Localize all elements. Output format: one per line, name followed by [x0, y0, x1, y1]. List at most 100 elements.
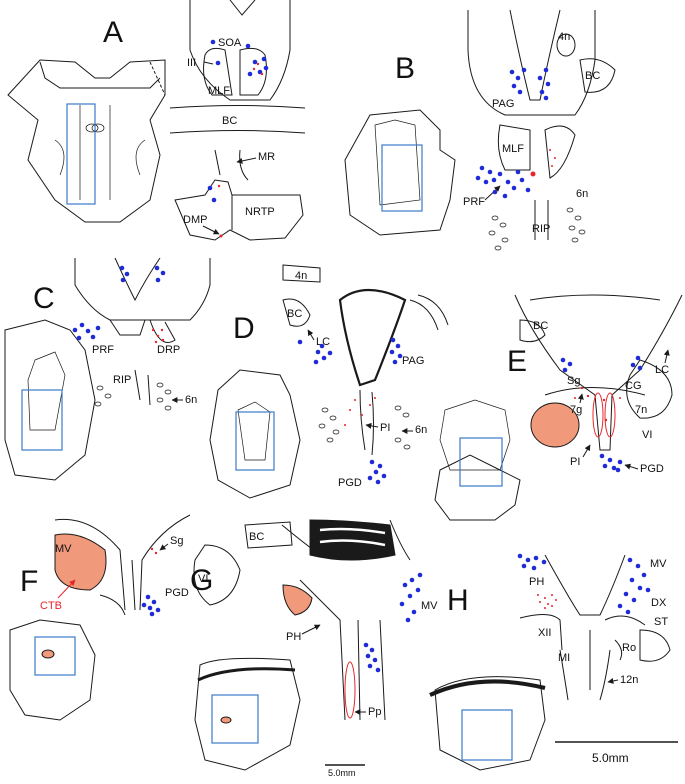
panel-g-roi-box [211, 694, 259, 744]
label-pgd-e: PGD [640, 463, 664, 475]
label-pi-e: PI [570, 456, 580, 468]
label-dx: DX [651, 597, 667, 609]
label-bc-d: BC [287, 308, 302, 320]
panel-e-letter: E [507, 345, 527, 378]
panel-c-dots [72, 265, 166, 341]
panel-g: G BC MV PH Pp 5.0mm [190, 519, 438, 778]
panel-g-dots [363, 572, 423, 673]
panel-g-tracer-site [282, 584, 313, 616]
label-bc-a: BC [222, 115, 237, 127]
panel-d-rootlets [318, 405, 411, 450]
label-rip-b: RIP [532, 223, 550, 235]
panel-d-roi-box [235, 411, 275, 471]
label-vi-f: VI [198, 573, 208, 585]
label-ctb: CTB [40, 600, 62, 612]
label-mv-g: MV [421, 600, 438, 612]
panel-c-tracer [151, 328, 165, 344]
label-pi-d: PI [380, 422, 390, 434]
panel-f-roi-box [34, 636, 76, 676]
label-vi-e: VI [642, 429, 652, 441]
label-4n-b: 4n [558, 31, 570, 43]
panel-e-roi-box [459, 437, 503, 487]
panel-a-dots [207, 39, 269, 203]
label-4n-d: 4n [295, 270, 307, 282]
panel-c: C PRF DRP RIP 6n [4, 257, 211, 481]
panel-d: D 4n BC LC PAG PI 6n PGD [209, 264, 449, 499]
panel-a: A SOA III MLF BC MR NRTP DMP [7, 0, 306, 241]
panel-g-letter: G [190, 564, 213, 597]
panel-b: B 4n BC PAG MLF PRF 6n RIP [344, 9, 616, 251]
label-mlf-b: MLF [502, 143, 524, 155]
panel-f-dots [141, 594, 161, 617]
label-mv-f: MV [55, 543, 72, 555]
panel-e: E BC LC Sg CG 7g 7n VI PI PGD [434, 294, 683, 521]
panel-h-ph-tracer [537, 594, 557, 609]
label-7g: 7g [570, 404, 582, 416]
label-6n-c: 6n [185, 394, 197, 406]
label-cg: CG [625, 380, 642, 392]
label-ro: Ro [622, 642, 636, 654]
panel-b-6n-rootlets [488, 207, 586, 251]
label-mlf-a: MLF [208, 85, 230, 97]
panel-e-tracer-site [530, 402, 580, 448]
label-6n-b: 6n [576, 188, 588, 200]
label-pgd-d: PGD [338, 477, 362, 489]
panel-f-ctb-injection [54, 533, 107, 591]
label-lc-e: LC [655, 364, 669, 376]
label-ph-h: PH [529, 576, 544, 588]
label-nrtp: NRTP [245, 206, 275, 218]
label-st: ST [654, 616, 668, 628]
label-prf-b: PRF [463, 196, 485, 208]
label-pgd-f: PGD [165, 587, 189, 599]
panel-b-4n-shape [556, 33, 576, 57]
panel-f-letter: F [20, 565, 38, 598]
panel-a-overview-section [7, 59, 166, 223]
panel-b-dots [475, 67, 551, 199]
label-pag-b: PAG [492, 98, 514, 110]
label-sg-e: Sg [567, 375, 580, 387]
panel-d-dots [297, 337, 403, 485]
panel-c-roi-box [21, 389, 63, 451]
label-ph-g: PH [286, 631, 301, 643]
label-bc-e: BC [533, 320, 548, 332]
panel-d-letter: D [233, 312, 255, 345]
scale-label-small: 5.0mm [328, 768, 356, 778]
panel-a-letter: A [103, 16, 123, 49]
panel-a-roi-box [66, 103, 96, 205]
panel-e-dots [560, 355, 643, 473]
panel-d-tracer [344, 397, 376, 426]
label-12n: 12n [620, 674, 638, 686]
label-pag-d: PAG [402, 355, 424, 367]
label-pp: Pp [368, 706, 381, 718]
label-mi: MI [558, 652, 570, 664]
panel-f-tracer [150, 547, 158, 555]
label-7n: 7n [635, 404, 647, 416]
panel-h: H PH MV DX ST XII MI Ro 12n 5.0mm [429, 553, 678, 771]
panel-e-tracer-dots [574, 386, 621, 422]
label-bc-g: BC [249, 531, 264, 543]
panel-b-letter: B [395, 52, 415, 85]
label-rip-c: RIP [113, 374, 131, 386]
panel-h-dots [517, 553, 651, 615]
label-sg-f: Sg [170, 535, 183, 547]
label-lc-d: LC [316, 336, 330, 348]
label-drp: DRP [157, 344, 180, 356]
label-mv-h: MV [650, 558, 667, 570]
panel-f: F MV Sg VI CTB PGD [9, 514, 241, 721]
panel-h-roi-box [461, 709, 513, 761]
panel-c-letter: C [33, 282, 55, 315]
label-mr: MR [258, 151, 275, 163]
label-dmp: DMP [183, 214, 207, 226]
panel-c-6n-rootlets [94, 382, 172, 411]
label-prf-c: PRF [92, 344, 114, 356]
panel-h-letter: H [447, 584, 469, 617]
scale-label-large: 5.0mm [592, 751, 629, 765]
label-xii: XII [538, 627, 551, 639]
panel-a-tracer [217, 62, 264, 238]
label-iii: III [187, 57, 196, 69]
panel-b-roi-box [381, 144, 423, 212]
label-soa: SOA [218, 37, 242, 49]
panel-b-tracer [530, 149, 556, 177]
